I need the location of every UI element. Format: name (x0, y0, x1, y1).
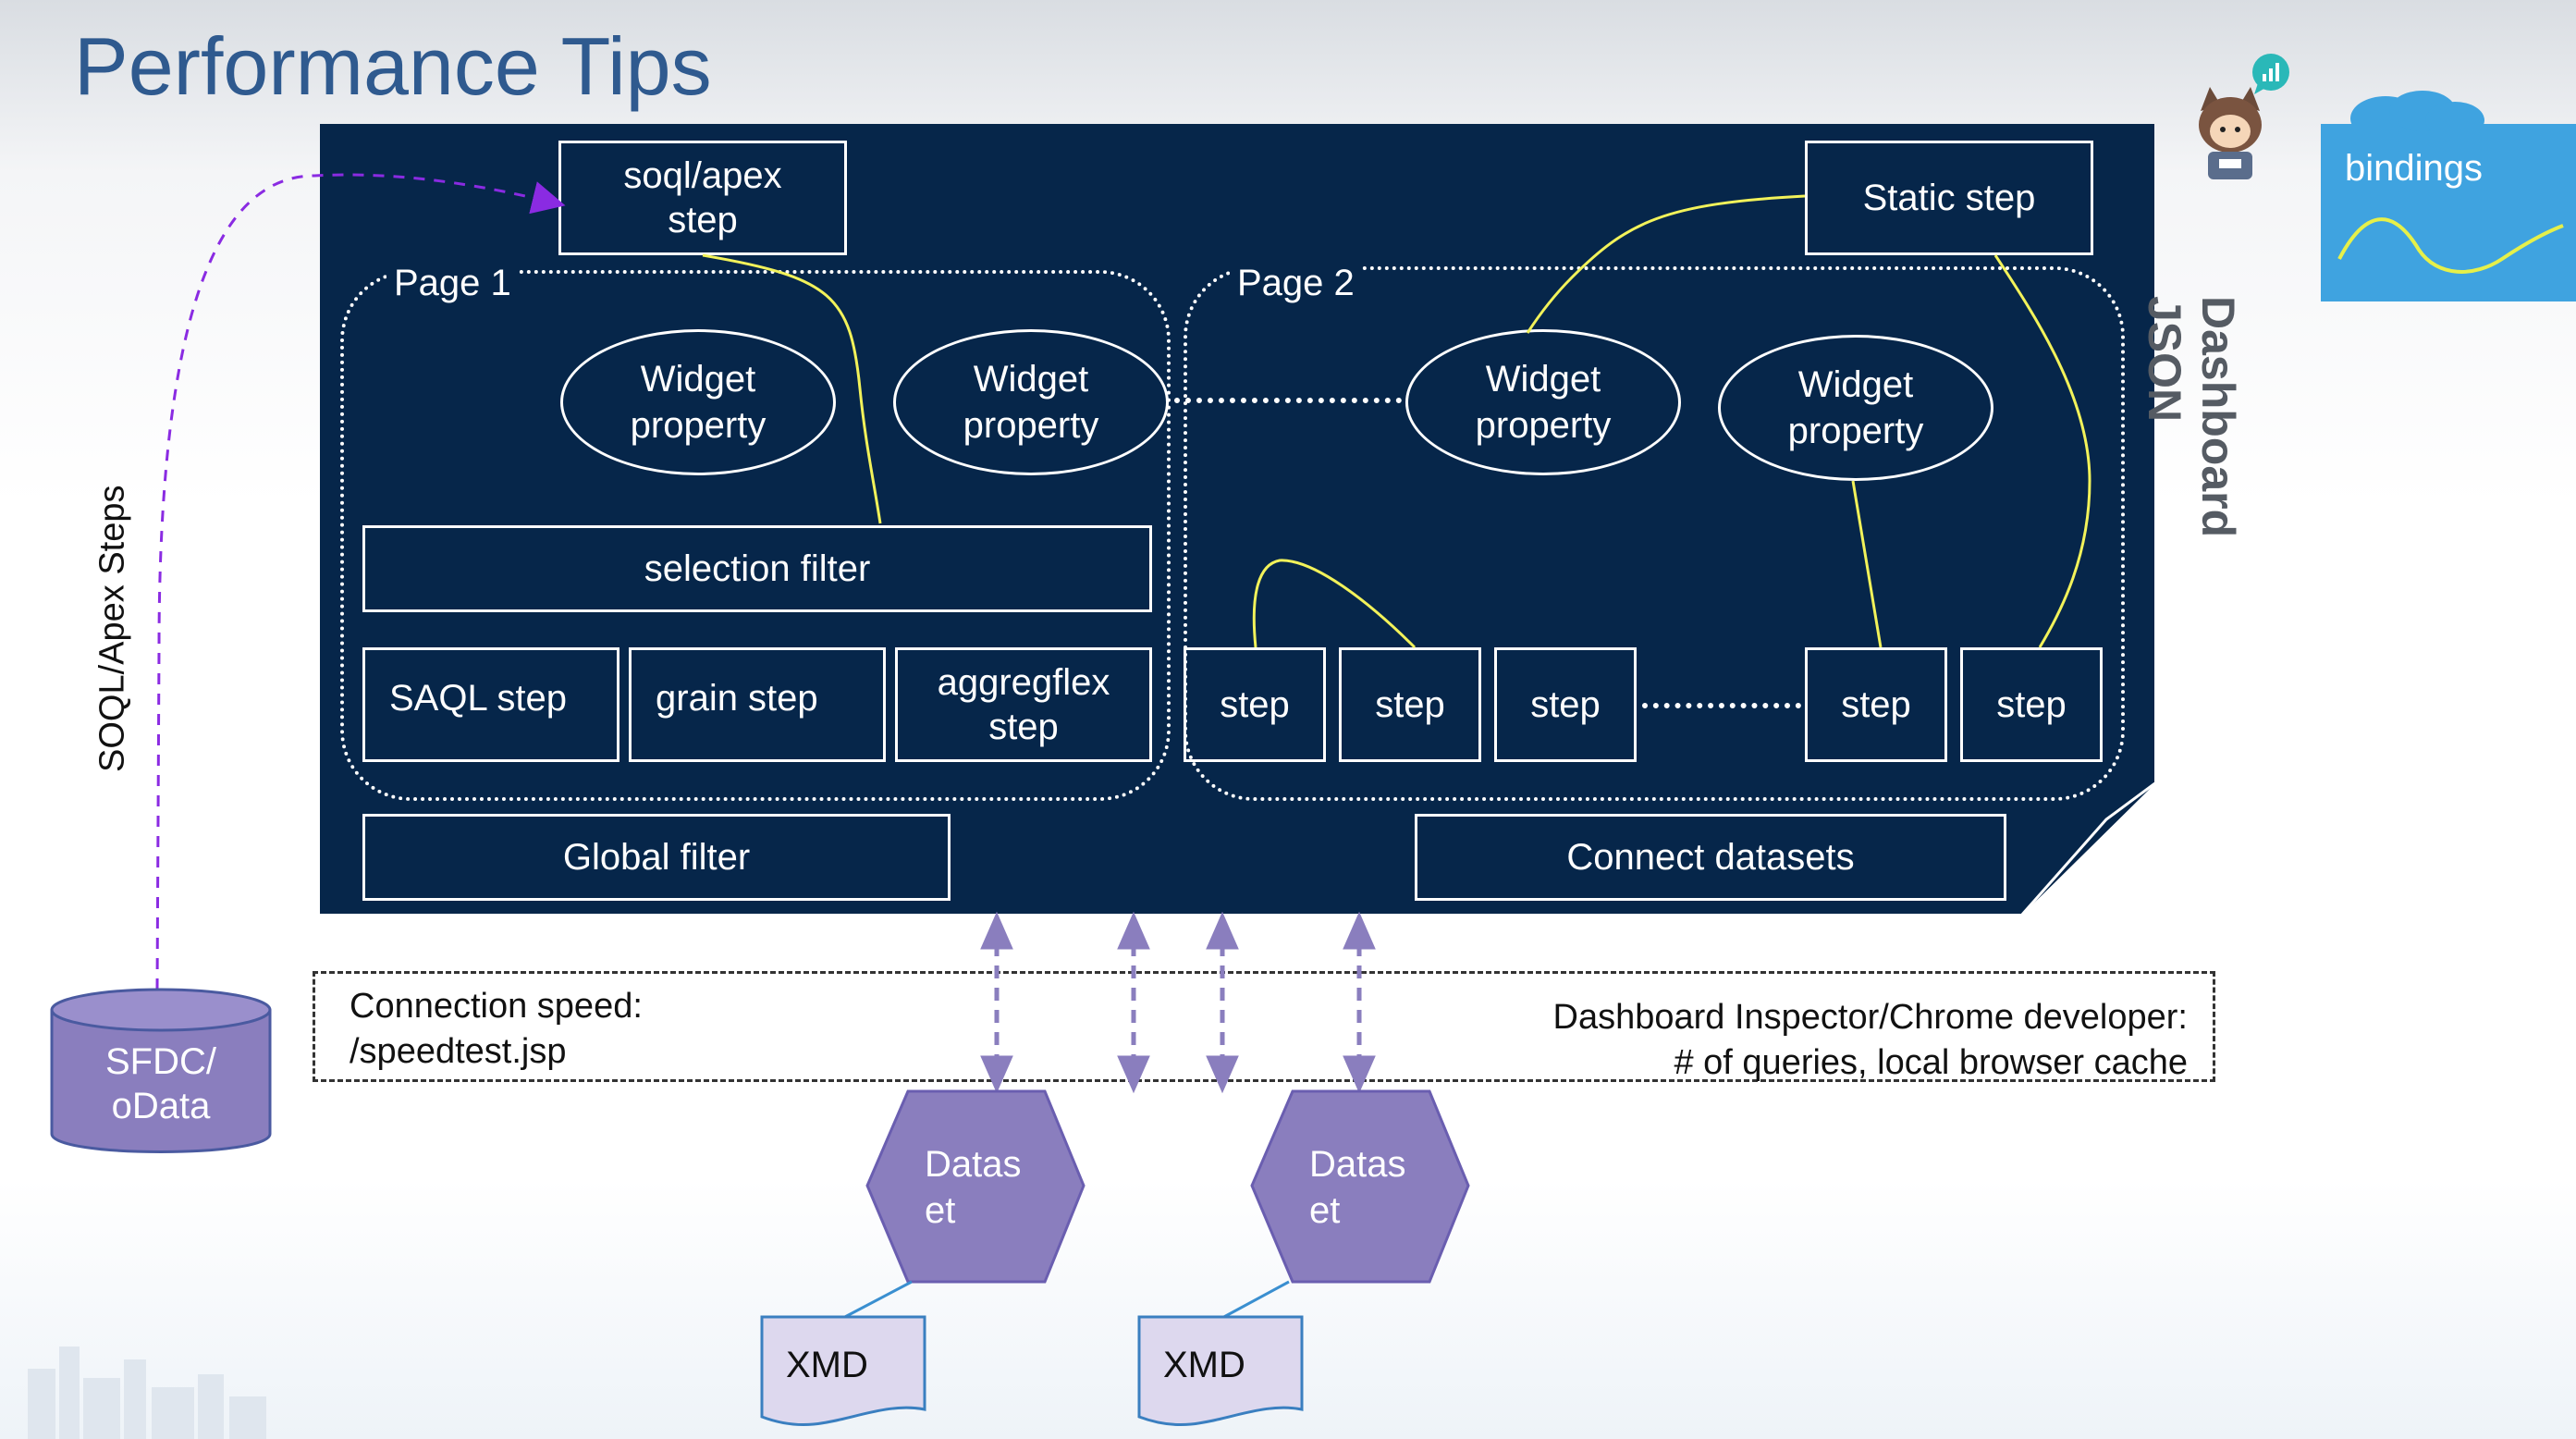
dataset-hexagon-2 (1250, 1089, 1470, 1284)
soql-apex-step-label: soql/apex step (623, 155, 782, 240)
page2-step-3: step (1494, 647, 1637, 762)
skyline-icon (28, 1347, 266, 1439)
binding-line-static-step (1993, 254, 2091, 648)
global-filter-label: Global filter (562, 837, 751, 878)
steps-dotted-connector (1642, 703, 1801, 708)
xmd-document-1 (760, 1315, 926, 1426)
dataset-hexagon-1 (865, 1089, 1086, 1284)
connect-datasets-box: Connect datasets (1415, 814, 2006, 901)
page-2-region (1184, 266, 2125, 801)
binding-line-static-widget (1526, 194, 1806, 334)
page2-step-1: step (1184, 647, 1326, 762)
saql-step-box: SAQL step (362, 647, 619, 762)
connection-info-box (313, 971, 2215, 1082)
binding-line-step-loop (1252, 559, 1417, 649)
xmd-document-2 (1137, 1315, 1304, 1426)
dataset-1-label: Datas et (925, 1144, 1022, 1231)
dataset-2-label: Datas et (1309, 1144, 1406, 1231)
page2-step-3-label: step (1530, 684, 1601, 725)
soql-dashed-curve (155, 173, 566, 990)
page-2-label: Page 2 (1230, 263, 1362, 304)
widget-property-page1-b: Widget property (893, 329, 1169, 475)
sfdc-odata-label: SFDC/ oData (105, 1041, 216, 1126)
binding-line-soql (702, 253, 882, 524)
dashboard-json-label: Dashboard JSON (2139, 296, 2244, 538)
page2-step-2-label: step (1375, 684, 1445, 725)
mascot-icon (2184, 83, 2276, 185)
page2-step-5: step (1960, 647, 2103, 762)
xmd-2-label: XMD (1163, 1345, 1245, 1385)
grain-step-label: grain step (656, 678, 818, 719)
page-fold-icon (2021, 782, 2156, 916)
grain-step-box: grain step (629, 647, 886, 762)
inspector-text: Dashboard Inspector/Chrome developer: # … (1552, 998, 2189, 1083)
saql-step-label: SAQL step (389, 678, 567, 719)
connect-datasets-label: Connect datasets (1566, 837, 1855, 878)
widget-property-page2-b: Widget property (1718, 335, 1993, 481)
selection-filter-box: selection filter (362, 525, 1152, 612)
widget-property-page2-a: Widget property (1405, 329, 1681, 475)
sfdc-cylinder-icon (50, 988, 272, 1153)
xmd-link-2 (1220, 1280, 1290, 1321)
slide-title: Performance Tips (74, 20, 712, 112)
static-step-label: Static step (1862, 178, 2036, 218)
xmd-1-label: XMD (786, 1345, 868, 1385)
page-1-region (340, 270, 1171, 801)
widget-dotted-connector (1174, 398, 1402, 403)
static-step-box: Static step (1805, 141, 2093, 255)
bindings-label: bindings (2345, 148, 2484, 189)
widget-property-page1-a: Widget property (560, 329, 836, 475)
page2-step-5-label: step (1996, 684, 2067, 725)
connection-speed-text: Connection speed: /speedtest.jsp (350, 987, 643, 1072)
soql-apex-step-box: soql/apex step (558, 141, 847, 255)
binding-line-widget-step (1851, 480, 1883, 648)
selection-filter-label: selection filter (644, 548, 871, 589)
data-flow-arrows (980, 911, 1376, 1094)
aggregflex-step-box: aggregflex step (895, 647, 1152, 762)
global-filter-box: Global filter (362, 814, 951, 901)
page-1-label: Page 1 (386, 263, 519, 304)
aggregflex-step-label: aggregflex step (937, 662, 1110, 747)
page2-step-4-label: step (1841, 684, 1911, 725)
wave-icon (2336, 203, 2567, 287)
page2-step-2: step (1339, 647, 1481, 762)
xmd-link-1 (840, 1280, 913, 1321)
page2-step-4: step (1805, 647, 1947, 762)
cloud-icon (2349, 91, 2487, 131)
chart-bubble-icon (2249, 52, 2293, 96)
page2-step-1-label: step (1220, 684, 1290, 725)
